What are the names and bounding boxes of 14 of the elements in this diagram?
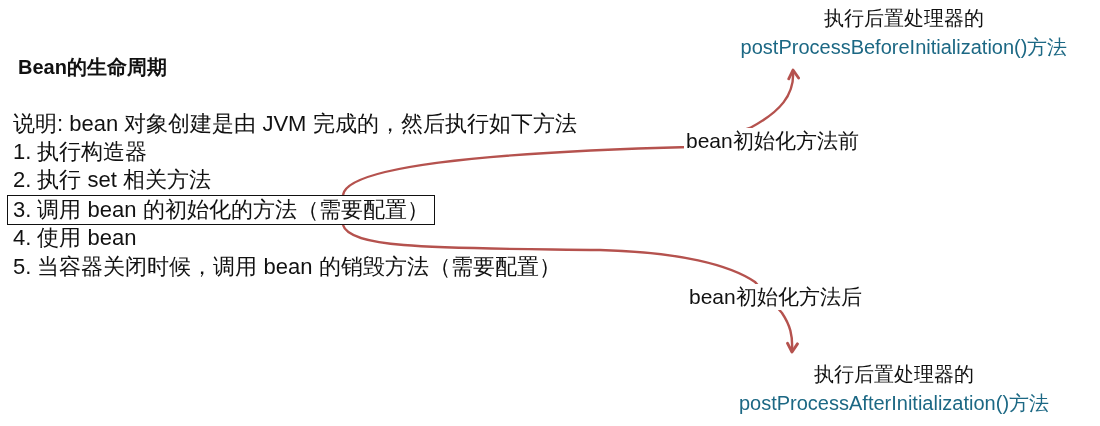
step-box: 3. 调用 bean 的初始化的方法（需要配置） xyxy=(7,195,435,225)
edge-label: bean初始化方法后 xyxy=(687,284,864,310)
method-label: postProcessBeforeInitialization()方法 xyxy=(740,35,1068,60)
method-label: postProcessAfterInitialization()方法 xyxy=(738,391,1050,416)
description-text: 说明: bean 对象创建是由 JVM 完成的，然后执行如下方法 xyxy=(13,110,577,138)
edge-label: bean初始化方法前 xyxy=(684,128,861,154)
step-label: 执行后置处理器的 xyxy=(814,362,974,387)
list-item: 5. 当容器关闭时候，调用 bean 的销毁方法（需要配置） xyxy=(13,253,561,281)
title: Bean的生命周期 xyxy=(18,55,167,80)
list-item: 2. 执行 set 相关方法 xyxy=(13,166,212,194)
list-item: 1. 执行构造器 xyxy=(13,138,148,166)
curved-arrow xyxy=(342,224,799,354)
step-label: 执行后置处理器的 xyxy=(824,6,984,31)
list-item: 4. 使用 bean xyxy=(13,224,137,252)
